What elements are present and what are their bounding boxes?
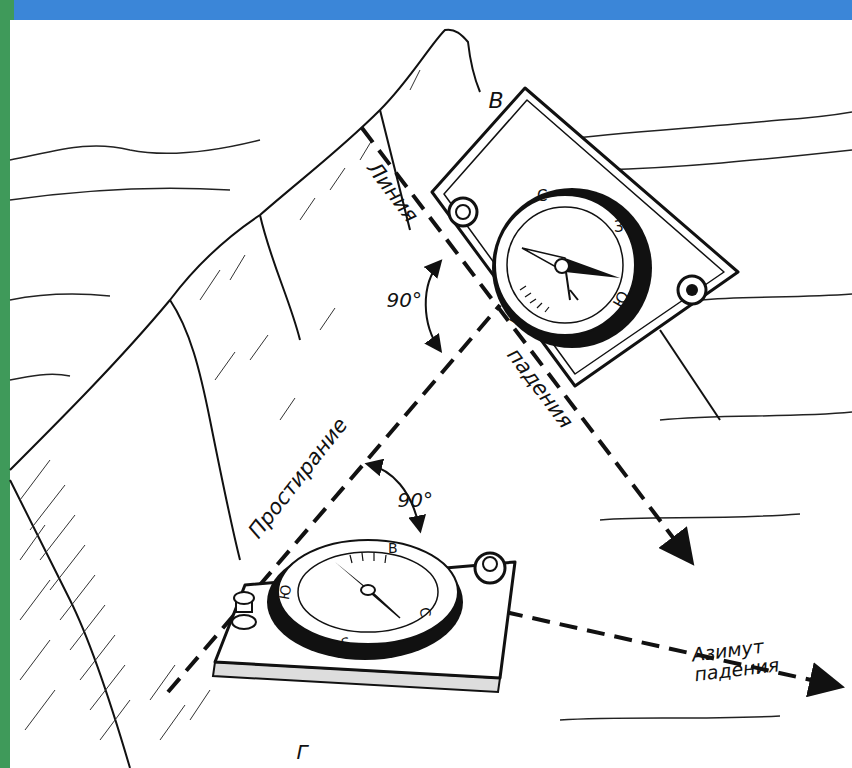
picture-area: [10, 20, 852, 768]
dial-letter: В: [388, 541, 398, 556]
dip-azimuth-line: [505, 612, 838, 686]
angle-label: 90°: [387, 290, 422, 311]
dial-letter: С: [417, 606, 433, 618]
dial-letter: З: [614, 220, 624, 236]
compass-vertical: [432, 88, 738, 386]
dial-letter: Ю: [277, 583, 294, 600]
background-hills: [10, 112, 852, 720]
compass-horizontal: [213, 540, 515, 692]
mountain: [10, 30, 720, 768]
angle-label: 90°: [398, 490, 433, 511]
dial-letter: С: [537, 189, 547, 205]
compass-letter-label: В: [489, 89, 504, 112]
right-angle-arc: [426, 262, 440, 350]
compass-letter-label: Г: [297, 742, 308, 763]
